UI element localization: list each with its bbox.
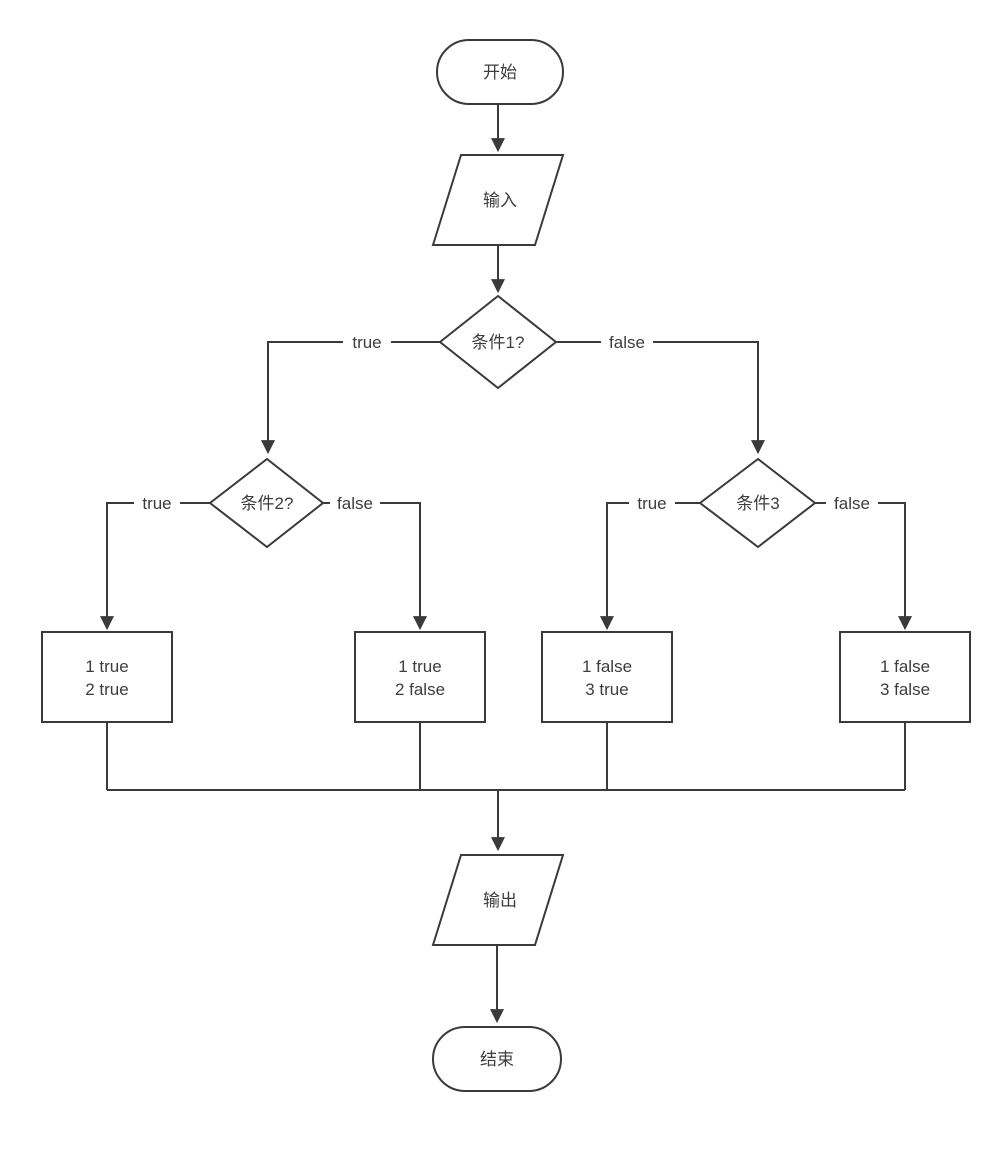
result-tt-label2: 2 true xyxy=(85,680,128,699)
start-label: 开始 xyxy=(483,63,517,82)
cond1-decision-shape xyxy=(438,294,558,390)
cond2-decision-shape xyxy=(208,457,325,549)
result-tf-line2: 2 false xyxy=(395,680,445,699)
edge-label-bg xyxy=(826,492,878,514)
node-input: 输入 xyxy=(431,154,565,246)
result-ft-label2: 3 true xyxy=(585,680,628,699)
result-ft-process-shape xyxy=(541,631,673,723)
result-ff-line1: 1 false xyxy=(880,657,930,676)
result-ft-line1: 1 false xyxy=(582,657,632,676)
result-ff-label2: 3 false xyxy=(880,680,930,699)
start-terminator-shape xyxy=(436,39,564,105)
output-label: 输出 xyxy=(483,891,517,910)
result-tt-label: 1 true xyxy=(85,657,128,676)
node-result-ff: 1 false 3 false xyxy=(839,631,971,723)
result-ff-line2: 3 false xyxy=(880,680,930,699)
input-parallelogram-shape xyxy=(431,154,565,246)
edge-cond3-true xyxy=(600,502,700,631)
node-end: 结束 xyxy=(432,1026,562,1092)
edge-label-bg xyxy=(343,331,391,353)
edge-label-bg xyxy=(601,331,653,353)
edge-labels: true false true false true false xyxy=(134,331,878,514)
node-output: 输出 xyxy=(431,854,565,946)
node-start: 开始 xyxy=(436,39,564,105)
node-cond2: 条件2? xyxy=(208,457,325,549)
node-cond1: 条件1? xyxy=(438,294,558,390)
node-result-tt: 1 true 2 true xyxy=(41,631,173,723)
result-tf-label: 1 true xyxy=(398,657,441,676)
result-tt-line1: 1 true xyxy=(85,657,128,676)
edge-cond1-false xyxy=(556,341,765,455)
edge-cond2-true xyxy=(100,502,210,631)
edge-label-cond3-false: false xyxy=(834,494,870,513)
node-cond3: 条件3 xyxy=(698,457,817,549)
result-ff-label: 1 false xyxy=(880,657,930,676)
edge-label-cond1-true: true xyxy=(352,333,381,352)
result-tf-line1: 1 true xyxy=(398,657,441,676)
result-ff-process-shape xyxy=(839,631,971,723)
cond3-decision-shape xyxy=(698,457,817,549)
end-label: 结束 xyxy=(480,1050,514,1069)
edge-label-cond3-true: true xyxy=(637,494,666,513)
node-result-tf: 1 true 2 false xyxy=(354,631,486,723)
cond3-label: 条件3 xyxy=(736,494,779,513)
edge-label-bg xyxy=(629,492,675,514)
end-terminator-shape xyxy=(432,1026,562,1092)
edge-label-cond1-false: false xyxy=(609,333,645,352)
input-label: 输入 xyxy=(483,191,517,210)
result-tt-line2: 2 true xyxy=(85,680,128,699)
edge-cond2-false xyxy=(323,502,427,631)
cond2-label: 条件2? xyxy=(241,494,294,513)
edge-label-cond2-false: false xyxy=(337,494,373,513)
edge-label-cond2-true: true xyxy=(142,494,171,513)
edge-label-bg xyxy=(330,492,380,514)
result-ft-label: 1 false xyxy=(582,657,632,676)
output-parallelogram-shape xyxy=(431,854,565,946)
result-tf-label2: 2 false xyxy=(395,680,445,699)
result-tt-process-shape xyxy=(41,631,173,723)
edge-cond1-true xyxy=(261,341,440,455)
result-ft-line2: 3 true xyxy=(585,680,628,699)
edge-cond3-false xyxy=(815,502,912,631)
edge-label-bg xyxy=(134,492,180,514)
result-tf-process-shape xyxy=(354,631,486,723)
node-result-ft: 1 false 3 true xyxy=(541,631,673,723)
cond1-label: 条件1? xyxy=(472,333,525,352)
